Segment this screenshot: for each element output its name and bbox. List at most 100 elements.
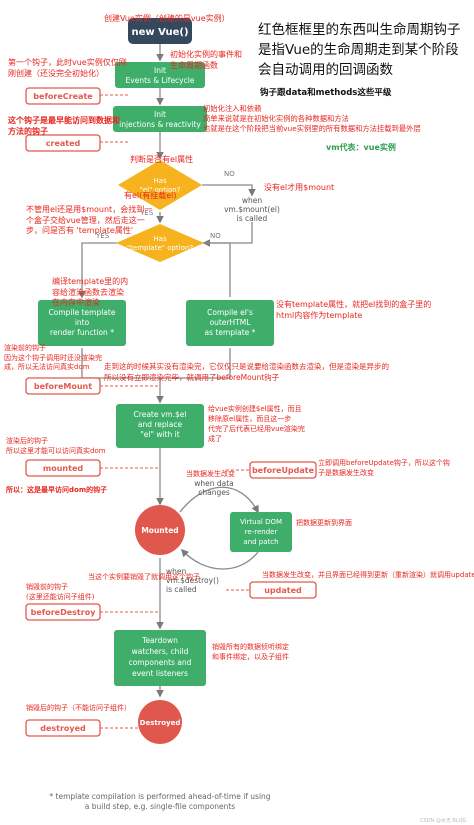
decision-has-el-l1: Has [153, 177, 167, 185]
node-compile-el-l2: outerHTML [210, 318, 252, 327]
note-teardown-l1: 销毁所有的数据侦听绑定 [212, 643, 289, 651]
footnote: * template compilation is performed ahea… [40, 792, 280, 812]
note-before-mount: 渲染前的钩子 因为这个钩子调用时还没渲染完 成，所以无法访问真实dom [4, 344, 102, 373]
when-destroy-l2: vm.$destroy() [166, 576, 219, 585]
node-vdom-l3: and patch [243, 538, 278, 546]
node-mounted-label: Mounted [141, 526, 178, 535]
node-compile-el [186, 300, 274, 346]
arrow-update-loop-top [179, 486, 259, 514]
note-compile-template-l1: 编译template里的内 [52, 277, 129, 286]
footnote-l1: * template compilation is performed ahea… [49, 792, 271, 801]
hook-mounted-label: mounted [43, 464, 83, 473]
node-compile-template [38, 300, 126, 346]
note-updated: 当数据发生改变，并且界面已经得到更新（重新渲染）就调用updated [262, 571, 474, 579]
note-mounted-l2: 所以这里才能可以访问真实dom [6, 447, 106, 455]
note-mount-l3: 步，问是否有 'template属性' [26, 226, 134, 235]
node-vdom-l1: Virtual DOM [240, 518, 282, 526]
label-no-1: NO [224, 170, 235, 178]
note-create-el-b-l2: 移除原el属性，而且这一步 [208, 415, 292, 423]
when-data-l1: when data [194, 479, 234, 488]
hook-beforecreate-box [25, 87, 101, 105]
decision-has-el-l2: "el" option? [140, 186, 181, 194]
note-data-change-l1: 当数据发生改变 [186, 470, 235, 478]
header-title-line-2: 是指Vue的生命周期走到某个阶段 [258, 42, 459, 58]
vm-note: vm代表：vue实例 [326, 143, 396, 152]
note-inject: 初始化注入和依赖 简单来说就是在初始化实例的各种数据和方法 也就是在这个阶段把当… [203, 104, 421, 134]
note-create-el-b-l3: 代完了后代表已经用vue渲染完 [208, 425, 305, 433]
hook-destroyed-box [25, 719, 101, 737]
note-mount: 不管用el还是用$mount，会找到一 个盒子交给vue管理，然后走这一 步，问… [26, 205, 152, 237]
header-title: 红色框框里的东西叫生命周期钩子 是指Vue的生命周期走到某个阶段 会自动调用的回… [258, 20, 472, 80]
note-create-el-b-l1: 给vue实例创建$el属性，而且 [208, 405, 302, 413]
node-destroyed-label: Destroyed [140, 719, 181, 727]
hook-updated-box [249, 581, 317, 599]
note-create-el-a-l2: 所以没有立即渲染完毕，就调用了beforeMount钩子 [104, 372, 280, 382]
note-mount-l2: 个盒子交给vue管理，然后走这一 [26, 215, 145, 225]
note-before-destroy-l2: (这里还能访问子组件) [26, 592, 95, 601]
note-el-question-1: 判断是否有el属性 [130, 155, 194, 164]
hook-destroyed-label: destroyed [40, 724, 86, 733]
footnote-l2: a build step, e.g. single-file component… [84, 802, 236, 811]
label-no-2: NO [210, 232, 221, 240]
hook-created-box [25, 134, 101, 152]
label-yes-2: YES [95, 232, 110, 240]
node-teardown [114, 630, 206, 686]
note-mounted-l1: 渲染后的钩子 [6, 437, 48, 445]
note-vdom: 把数据更新到界面 [296, 519, 352, 527]
arrow-template-no [202, 242, 231, 297]
arrow-update-loop-bottom [180, 548, 259, 570]
node-destroyed-circle [138, 700, 182, 744]
node-vdom-l2: re-render [245, 528, 278, 536]
node-create-el-l2: and replace [138, 420, 183, 429]
note-before-mount-l1: 渲染前的钩子 [4, 344, 46, 352]
header-subtitle: 钩子跟data和methods这些平级 [260, 88, 392, 98]
hook-beforedestroy-box [25, 603, 101, 621]
node-init-events-l1: Init [154, 66, 166, 75]
note-before-destroy: 销毁前的钩子 (这里还能访问子组件) [26, 583, 94, 602]
note-compile-template: 编译template里的内 容给渲染函数去渲染 在内存中渲染 [52, 277, 128, 309]
note-before-update-l2: 子是数据发生改变 [318, 469, 374, 477]
node-mounted-circle [135, 505, 185, 555]
hook-updated-label: updated [264, 586, 302, 595]
when-mount-l3: is called [237, 214, 268, 223]
note-created-l1: 这个钩子是最早能访问到数据和 [8, 116, 120, 125]
when-data-l2: changes [198, 488, 230, 497]
note-inject-l1: 初始化注入和依赖 [203, 104, 262, 113]
note-create-el-b: 给vue实例创建$el属性，而且 移除原el属性，而且这一步 代完了后代表已经用… [208, 404, 305, 444]
node-init-injections [113, 106, 207, 132]
note-created-l2: 方法的钩子 [8, 126, 48, 136]
node-teardown-l1: Teardown [141, 636, 178, 645]
note-before-update: 立即调用beforeUpdate钩子，所以这个钩 子是数据发生改变 [318, 458, 450, 478]
node-create-el-l1: Create vm.$el [134, 410, 187, 419]
note-before-mount-l2: 因为这个钩子调用时还没渲染完 [4, 353, 102, 362]
note-created: 这个钩子是最早能访问到数据和 方法的钩子 [8, 116, 120, 137]
hook-beforeupdate-label: beforeUpdate [252, 466, 315, 475]
note-data-change: 当数据发生改变 [186, 470, 235, 479]
node-init-events [115, 62, 205, 88]
hook-beforecreate-label: beforeCreate [33, 92, 93, 101]
hook-beforemount-box [25, 377, 101, 395]
note-compile-el-l2: html内容作为template [276, 310, 363, 320]
watermark: CSDN @水无.BLOG [420, 818, 467, 824]
note-before-update-l1: 立即调用beforeUpdate钩子，所以这个钩 [318, 459, 450, 467]
when-destroy-l3: is called [166, 585, 197, 594]
note-create-instance: 创建Vue实例（创建的是vue实例） [104, 14, 230, 23]
node-compile-template-l1: Compile template [49, 308, 116, 317]
node-create-el-l3: "el" with it [140, 430, 179, 439]
decision-has-template [116, 224, 204, 262]
note-mounted: 渲染后的钩子 所以这里才能可以访问真实dom [6, 436, 106, 456]
node-teardown-l3: components and [129, 658, 192, 667]
note-teardown: 销毁所有的数据侦听绑定 和事件绑定，以及子组件 [212, 642, 289, 662]
decision-has-template-l1: Has [153, 235, 167, 243]
note-teardown-l2: 和事件绑定，以及子组件 [212, 653, 289, 661]
note-destroy-call: 当这个实例要销毁了就调用这个钩子 [88, 573, 200, 581]
header-title-line-1: 红色框框里的东西叫生命周期钩子 [258, 22, 461, 38]
node-init-injections-l1: Init [154, 110, 166, 119]
decision-has-template-l2: "template" option? [127, 244, 193, 252]
note-compile-template-l2: 容给渲染函数去渲染 [52, 287, 124, 297]
node-init-injections-l2: injections & reactivity [119, 120, 201, 129]
note-mount-l1: 不管用el还是用$mount，会找到一 [26, 205, 153, 214]
arrow-compileel-create [160, 348, 231, 379]
note-create-el-a-l1: 走到这的时候其实没有渲染完，它仅仅只是说要给渲染函数去渲染，但是渲染是异步的 [104, 362, 389, 371]
